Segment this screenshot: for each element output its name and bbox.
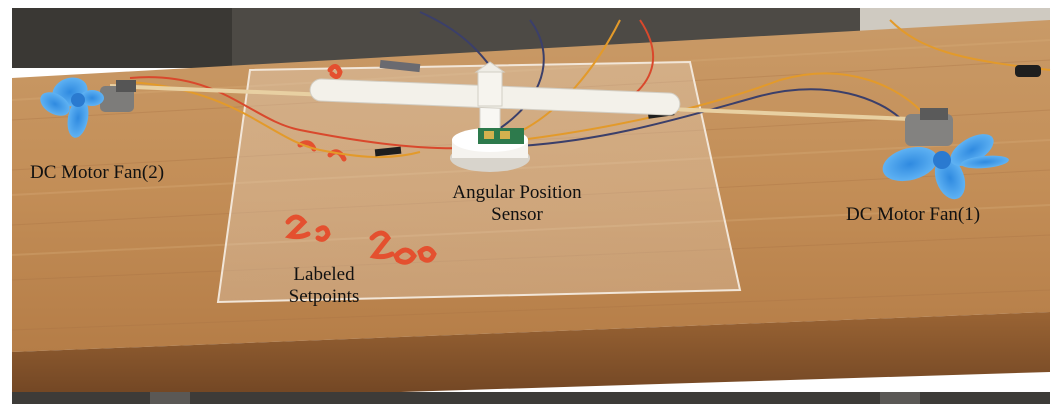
dc-motor-fan-1: [882, 108, 1009, 200]
label-angular-position-sensor: Angular Position Sensor: [428, 182, 606, 226]
label-setpoints-line-1: Labeled: [293, 264, 355, 285]
dc-motor-fan-2: [40, 77, 136, 138]
label-labeled-setpoints: Labeled Setpoints: [272, 264, 376, 308]
fan-icon: [40, 77, 104, 138]
wires: [129, 11, 1051, 159]
label-sensor-line-1: Angular Position: [452, 182, 582, 203]
label-setpoints-line-2: Setpoints: [288, 286, 360, 307]
table-edge: [12, 312, 1050, 404]
label-dc-motor-fan-2: DC Motor Fan(2): [30, 162, 165, 183]
fan-icon: [882, 134, 1009, 200]
pivot-tube: [309, 61, 681, 116]
label-sensor-line-2: Sensor: [491, 204, 543, 225]
label-dc-motor-fan-1: DC Motor Fan(1): [846, 204, 981, 225]
